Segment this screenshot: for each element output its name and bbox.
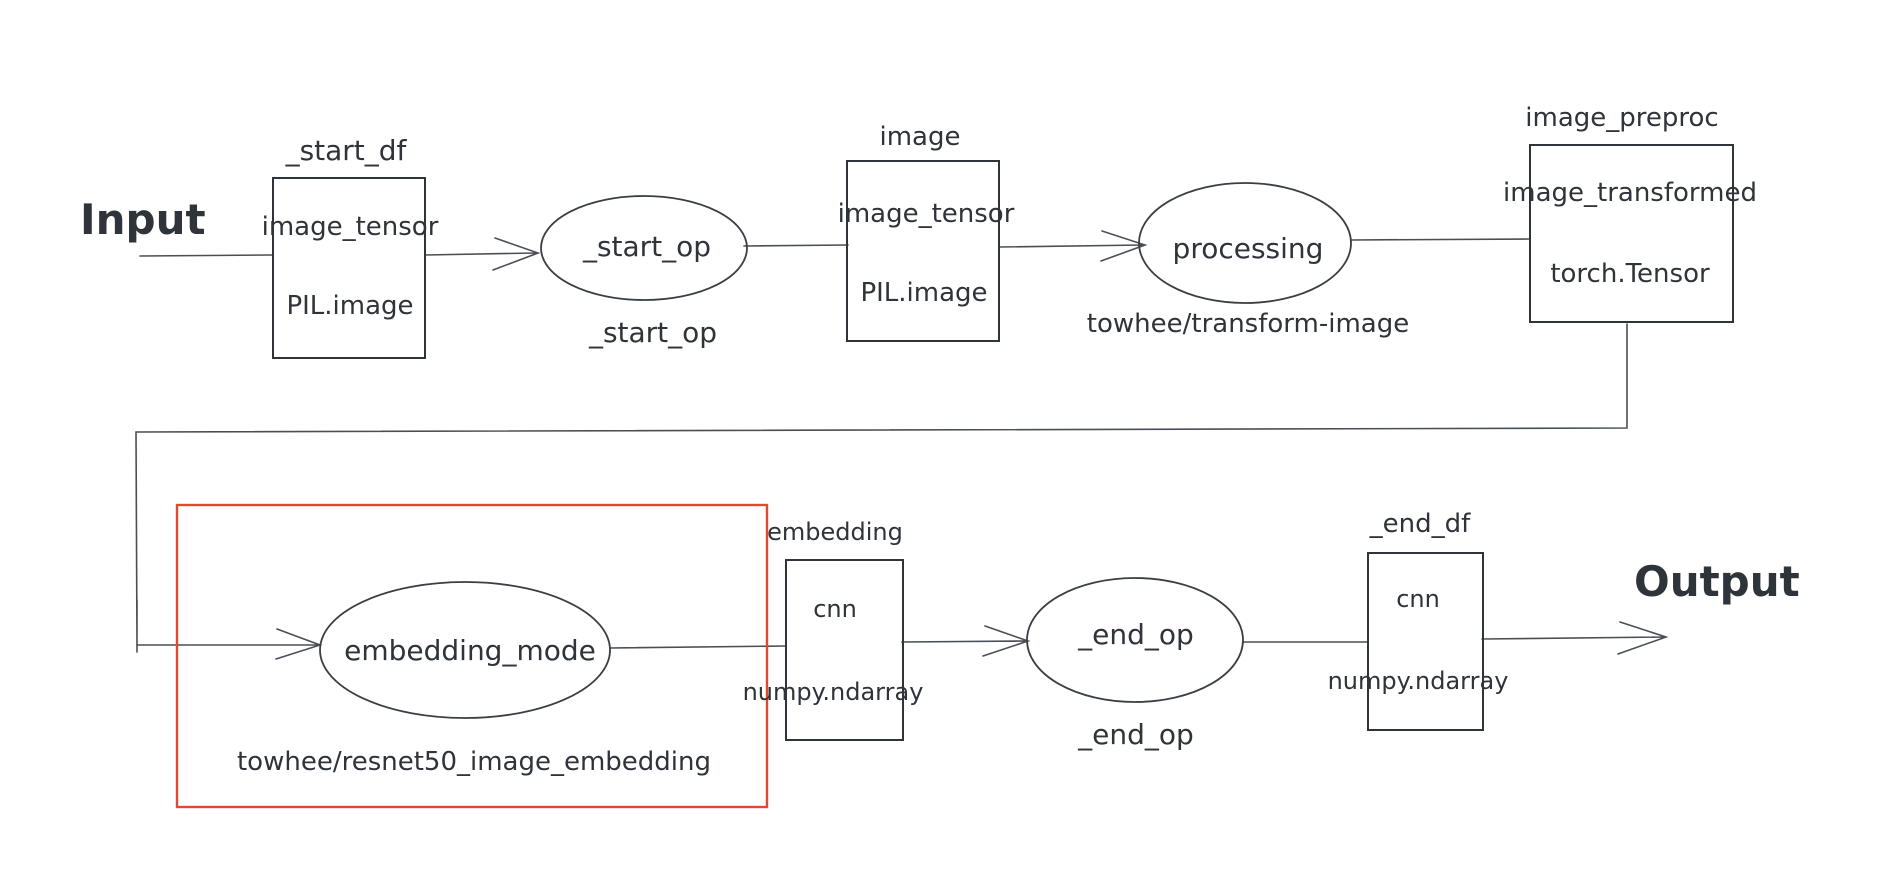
- embedding-field-name: cnn: [813, 595, 857, 623]
- connector-wrap-to-row-2: [135, 323, 1628, 653]
- start-op-name: _start_op: [582, 230, 711, 263]
- start-df-title: _start_df: [285, 134, 408, 167]
- start-df-field-type: PIL.image: [286, 291, 413, 321]
- image-preproc-title: image_preproc: [1525, 103, 1718, 133]
- end-df-field-type: numpy.ndarray: [1328, 667, 1509, 695]
- connector-start-op-to-image: [743, 244, 849, 247]
- end-df-title: _end_df: [1369, 509, 1471, 539]
- arrow-embedding-to-end-op: [901, 625, 1031, 657]
- image-preproc-field-type: torch.Tensor: [1550, 259, 1710, 289]
- connector-input-to-start-df: [139, 254, 273, 257]
- start-df-field-name: image_tensor: [262, 212, 439, 242]
- end-df-field-name: cnn: [1396, 585, 1440, 613]
- operator-embedding-mode: embedding_mode towhee/resnet50_image_emb…: [237, 581, 711, 777]
- connector-embedding-mode-to-embedding: [609, 645, 787, 649]
- input-label: Input: [80, 195, 206, 244]
- arrow-wrap-to-embedding-mode: [136, 628, 323, 660]
- embedding-mode-name: embedding_mode: [344, 634, 596, 667]
- embedding-title: embedding: [767, 518, 903, 546]
- processing-name: processing: [1173, 232, 1324, 265]
- dataframe-image: image image_tensor PIL.image: [838, 122, 1015, 342]
- image-field-name: image_tensor: [838, 199, 1015, 229]
- processing-caption: towhee/transform-image: [1087, 309, 1409, 339]
- output-label: Output: [1634, 557, 1800, 606]
- embedding-field-type: numpy.ndarray: [743, 678, 924, 706]
- image-preproc-field-name: image_transformed: [1503, 178, 1757, 208]
- dataframe-end-df: _end_df cnn numpy.ndarray: [1328, 509, 1509, 731]
- arrow-end-df-to-output: [1481, 621, 1669, 655]
- image-title: image: [880, 122, 961, 152]
- dataframe-image-preproc: image_preproc image_transformed torch.Te…: [1503, 103, 1757, 323]
- dataframe-embedding: embedding cnn numpy.ndarray: [743, 518, 924, 741]
- embedding-mode-caption: towhee/resnet50_image_embedding: [237, 747, 711, 777]
- operator-end-op: _end_op _end_op: [1026, 577, 1244, 751]
- arrow-image-to-processing: [999, 230, 1148, 262]
- image-field-type: PIL.image: [860, 278, 987, 308]
- connector-processing-to-image-preproc: [1350, 238, 1531, 241]
- end-op-name: _end_op: [1077, 618, 1194, 651]
- highlight-box: [175, 503, 769, 809]
- end-op-caption: _end_op: [1077, 718, 1194, 751]
- operator-processing: processing towhee/transform-image: [1087, 182, 1409, 339]
- arrow-start-df-to-start-op: [424, 237, 541, 271]
- start-op-caption: _start_op: [588, 316, 717, 349]
- operator-start-op: _start_op _start_op: [540, 195, 748, 349]
- dataframe-start-df: _start_df image_tensor PIL.image: [262, 134, 439, 359]
